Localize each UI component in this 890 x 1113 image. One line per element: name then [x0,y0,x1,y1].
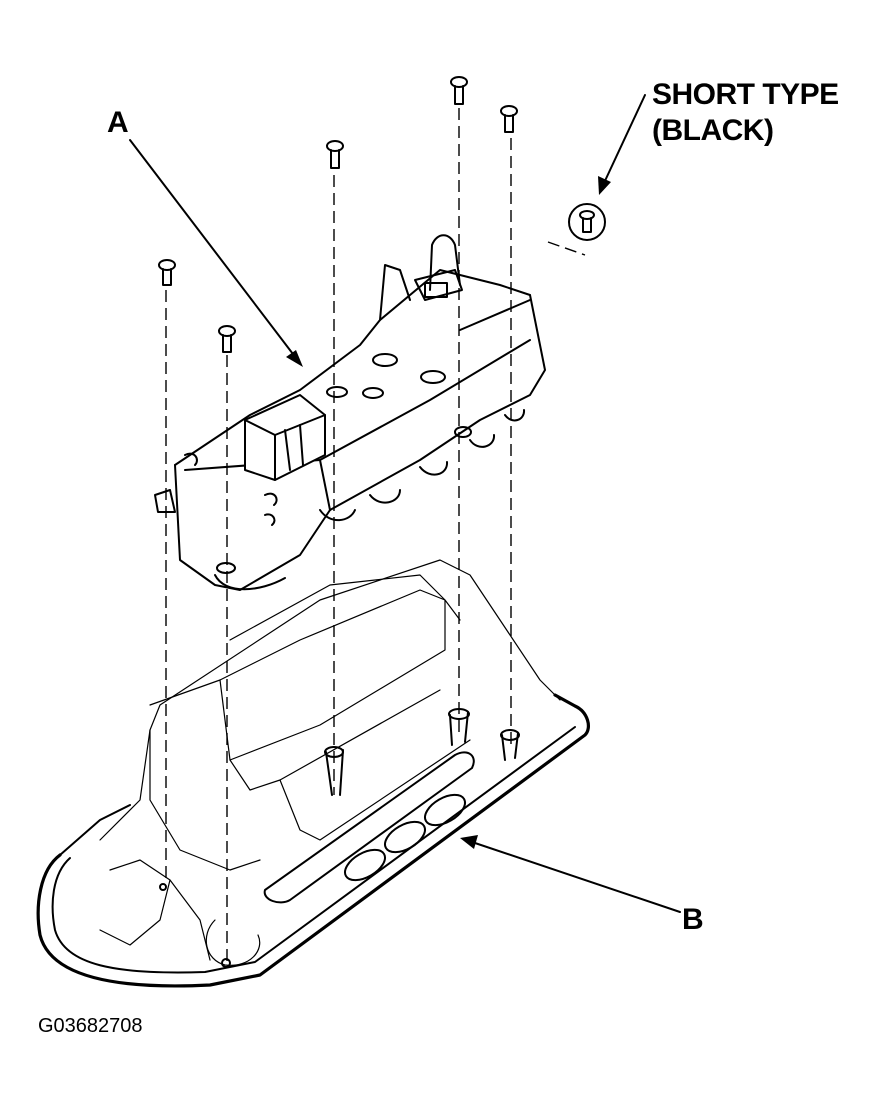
black-screw-icon [568,203,606,241]
alignment-lines [165,108,586,965]
screw-icon [158,76,518,353]
switch-panel [154,234,546,591]
part-label-a: A [107,106,129,139]
part-label-b: B [682,903,704,936]
short-type-label: SHORT TYPE [652,78,839,111]
short-type-color-label: (BLACK) [652,114,774,147]
leader-arrows [129,94,681,913]
figure-id: G03682708 [38,1015,143,1037]
console-cover [36,559,590,988]
